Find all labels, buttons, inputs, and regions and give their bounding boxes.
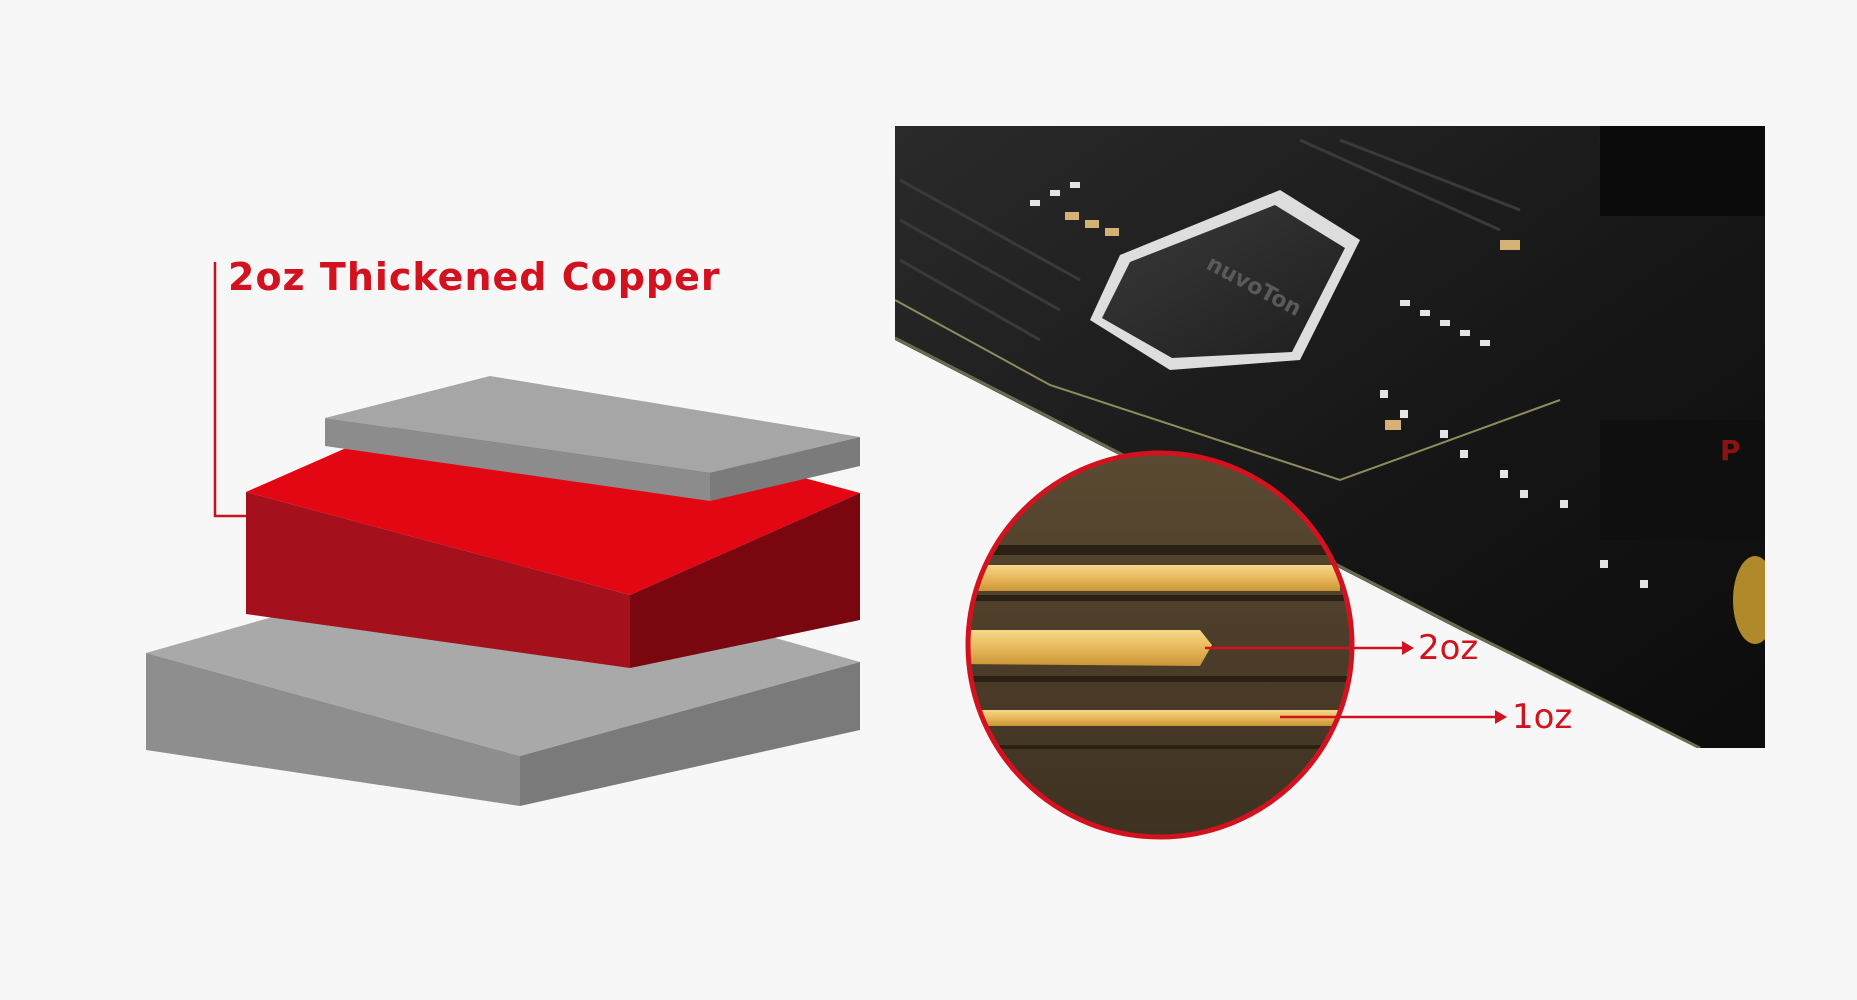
- top-substrate-layer: [325, 376, 860, 501]
- arrow-2oz: [1205, 641, 1414, 655]
- copper-callout-title: 2oz Thickened Copper: [228, 255, 721, 299]
- trace-2oz: [968, 630, 1212, 666]
- label-2oz: 2oz: [1418, 628, 1479, 668]
- trace-top: [968, 565, 1340, 591]
- layer-stack-diagram: [146, 262, 860, 806]
- magnifier-ring: [965, 450, 1355, 840]
- pcb-main-chip: nuvoTon: [1090, 190, 1360, 370]
- trace-1oz: [968, 710, 1340, 726]
- svg-text:P: P: [1720, 434, 1741, 467]
- arrow-1oz: [1280, 710, 1507, 724]
- callout-line: [213, 262, 246, 518]
- pcb-photo: P nuvoTon: [895, 126, 1765, 748]
- cross-section-magnifier: [965, 450, 1507, 840]
- label-1oz: 1oz: [1512, 697, 1573, 737]
